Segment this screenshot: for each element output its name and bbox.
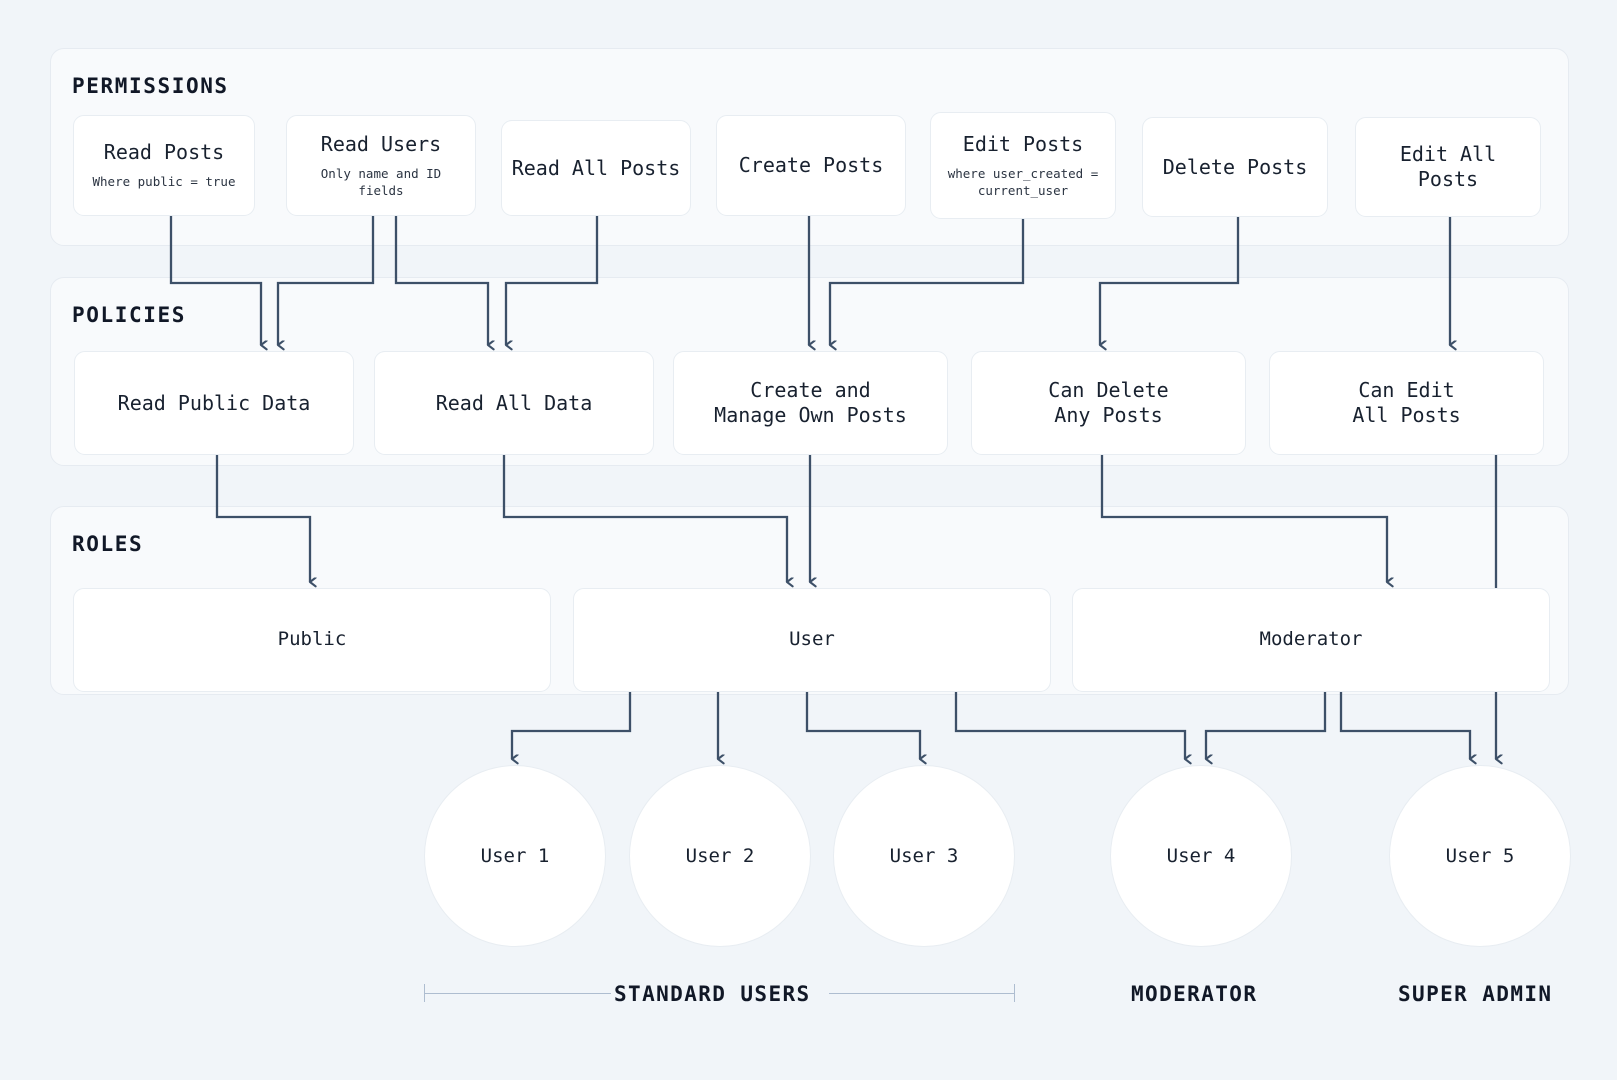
policy-card-read-all-data[interactable]: Read All Data xyxy=(374,351,654,455)
edge-moderator-role-to-user-4 xyxy=(1204,692,1327,759)
policy-title: Can Delete Any Posts xyxy=(1048,378,1169,427)
permission-title: Create Posts xyxy=(738,153,884,177)
permissions-section-label: PERMISSIONS xyxy=(72,74,229,98)
user-node-3[interactable]: User 3 xyxy=(833,765,1015,947)
permission-card-read-users[interactable]: Read Users Only name and ID fields xyxy=(286,115,476,216)
policy-card-can-edit-all-posts[interactable]: Can Edit All Posts xyxy=(1269,351,1544,455)
permission-title: Delete Posts xyxy=(1162,154,1308,179)
user-label: User 3 xyxy=(889,845,959,867)
roles-section-label: ROLES xyxy=(72,532,144,556)
user-label: User 1 xyxy=(480,845,550,867)
user-node-2[interactable]: User 2 xyxy=(629,765,811,947)
policies-section-label: POLICIES xyxy=(72,303,186,327)
permission-card-edit-posts[interactable]: Edit Posts where user_created = current_… xyxy=(930,112,1116,219)
bracket-line-left xyxy=(424,993,611,994)
policy-card-create-manage-own-posts[interactable]: Create and Manage Own Posts xyxy=(673,351,948,455)
user-node-4[interactable]: User 4 xyxy=(1110,765,1292,947)
user-node-1[interactable]: User 1 xyxy=(424,765,606,947)
bracket-line-right xyxy=(829,993,1015,994)
permission-card-delete-posts[interactable]: Delete Posts xyxy=(1142,117,1328,217)
edge-user-role-to-user-4 xyxy=(954,692,1185,759)
policy-card-can-delete-any-posts[interactable]: Can Delete Any Posts xyxy=(971,351,1246,455)
permission-title: Edit All Posts xyxy=(1399,142,1497,191)
policy-title: Read Public Data xyxy=(117,390,311,415)
permission-title: Read Users xyxy=(320,131,442,156)
group-label-super-admin: SUPER ADMIN xyxy=(1398,982,1553,1006)
policy-card-read-public-data[interactable]: Read Public Data xyxy=(74,351,354,455)
user-label: User 4 xyxy=(1166,845,1236,867)
bracket-tick-right xyxy=(1014,984,1015,1002)
permission-card-read-all-posts[interactable]: Read All Posts xyxy=(501,120,691,216)
edge-public-role-to-user-1 xyxy=(510,692,632,759)
role-title: User xyxy=(789,628,835,651)
permission-title: Read All Posts xyxy=(511,155,681,180)
permission-title: Read Posts xyxy=(103,140,225,165)
user-node-5[interactable]: User 5 xyxy=(1389,765,1571,947)
edge-user-role-to-user-3 xyxy=(805,692,920,759)
edge-moderator-role-to-user-5 xyxy=(1339,692,1470,759)
role-title: Moderator xyxy=(1259,628,1363,651)
permission-card-create-posts[interactable]: Create Posts xyxy=(716,115,906,216)
role-card-user[interactable]: User xyxy=(573,588,1051,692)
user-label: User 5 xyxy=(1445,845,1515,867)
permission-subtitle: where user_created = current_user xyxy=(947,165,1099,198)
group-label-moderator: MODERATOR xyxy=(1131,982,1258,1006)
permission-subtitle: Only name and ID fields xyxy=(320,165,442,198)
role-title: Public xyxy=(277,628,347,651)
permission-card-read-posts[interactable]: Read Posts Where public = true xyxy=(73,115,255,216)
permission-card-edit-all-posts[interactable]: Edit All Posts xyxy=(1355,117,1541,217)
policy-title: Read All Data xyxy=(435,390,593,415)
permission-subtitle: Where public = true xyxy=(92,174,236,190)
group-label-standard-users: STANDARD USERS xyxy=(614,982,811,1006)
policy-title: Create and Manage Own Posts xyxy=(714,378,907,427)
policy-title: Can Edit All Posts xyxy=(1352,378,1461,427)
permission-title: Edit Posts xyxy=(962,131,1084,156)
role-card-moderator[interactable]: Moderator xyxy=(1072,588,1550,692)
role-card-public[interactable]: Public xyxy=(73,588,551,692)
user-label: User 2 xyxy=(685,845,755,867)
